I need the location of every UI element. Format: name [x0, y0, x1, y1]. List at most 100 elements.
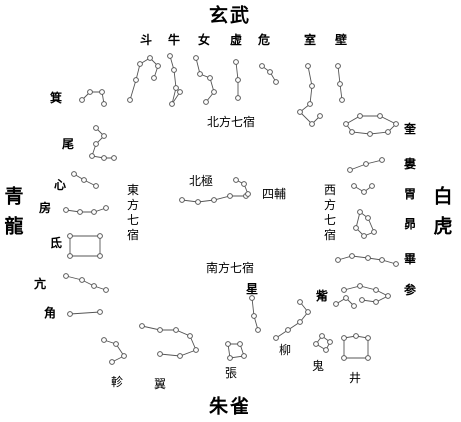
star-wei3-4	[101, 155, 107, 161]
mansion-niu-label: 牛	[167, 33, 181, 47]
star-wei3-1	[101, 133, 107, 139]
star-fang-2	[91, 209, 97, 215]
star-zhen-2	[121, 353, 127, 359]
star-zhen-3	[109, 359, 115, 365]
star-mao-2	[371, 229, 377, 235]
star-beiji-0	[179, 197, 185, 203]
star-niu-0	[167, 53, 173, 59]
mansion-gui-label: 鬼	[311, 359, 325, 373]
star-niu-1	[171, 67, 177, 73]
star-kui-3	[393, 121, 399, 127]
star-dou-4	[155, 63, 161, 69]
star-dou-5	[151, 75, 157, 81]
constellation-line-zhen	[103, 339, 125, 363]
mansion-zhen-label: 軫	[110, 375, 124, 389]
star-wei3-2	[93, 141, 99, 147]
star-liu-0	[273, 335, 279, 341]
star-beiji-2	[211, 197, 217, 203]
mansion-dou-label: 斗	[139, 33, 153, 47]
star-liu-4	[297, 299, 303, 305]
mansion-bi-label: 壁	[334, 33, 348, 47]
mansion-fang-label: 房	[38, 201, 52, 215]
star-liu-1	[285, 327, 291, 333]
star-bi2-1	[349, 253, 355, 259]
star-liu-2	[297, 319, 303, 325]
mansion-bi2-label: 畢	[403, 252, 417, 266]
star-xu-2	[235, 95, 241, 101]
mansion-xin-label: 心	[53, 178, 67, 192]
star-zhang-0	[225, 341, 231, 347]
region-north-label: 北方七宿	[206, 115, 256, 129]
star-liu-3	[305, 309, 311, 315]
star-fang-0	[63, 207, 69, 213]
star-bi-0	[335, 63, 341, 69]
star-kui-4	[385, 129, 391, 135]
region-east-label: 東方七宿	[126, 183, 139, 242]
mansion-liu-label: 柳	[278, 343, 292, 357]
star-yi-1	[157, 327, 163, 333]
star-sifu-2	[245, 191, 251, 197]
star-shi-1	[309, 83, 315, 89]
star-shen-4	[373, 299, 379, 305]
star-kui-5	[367, 131, 373, 137]
star-ji-0	[79, 97, 85, 103]
star-xing-2	[255, 327, 261, 333]
mansion-zi-label: 觜	[315, 289, 329, 303]
star-jing-3	[365, 355, 371, 361]
star-fang-1	[77, 209, 83, 215]
mansion-yi-label: 翼	[153, 377, 167, 391]
star-nv-1	[197, 71, 203, 77]
constellation-line-di	[69, 235, 101, 257]
star-bi2-0	[335, 257, 341, 263]
constellation-line-jiao	[69, 311, 101, 315]
star-zi-1	[343, 295, 349, 301]
star-wei2-1	[361, 189, 367, 195]
mansion-nv-label: 女	[197, 33, 211, 47]
star-di-0	[67, 233, 73, 239]
star-yi-5	[177, 353, 183, 359]
star-nv-3	[211, 89, 217, 95]
star-jing-0	[341, 335, 347, 341]
star-shen-2	[373, 287, 379, 293]
mansion-jiao-label: 角	[43, 306, 57, 320]
constellation-line-liu	[275, 301, 309, 339]
star-jiao-1	[97, 309, 103, 315]
star-shi-0	[305, 63, 311, 69]
mansion-di-label: 氐	[49, 236, 63, 250]
star-shen-1	[357, 283, 363, 289]
star-sifu-0	[233, 177, 239, 183]
star-kang-3	[103, 287, 109, 293]
star-niu-4	[177, 89, 183, 95]
constellation-line-niu	[169, 55, 181, 105]
star-gui-2	[323, 347, 329, 353]
star-kang-2	[91, 283, 97, 289]
star-mao-1	[365, 215, 371, 221]
mansion-zhang-label: 張	[224, 366, 238, 380]
star-bi2-4	[393, 261, 399, 267]
star-di-1	[97, 233, 103, 239]
star-shi-3	[297, 109, 303, 115]
star-yi-0	[139, 323, 145, 329]
star-bi-2	[339, 97, 345, 103]
star-wei-1	[267, 69, 273, 75]
star-gui-0	[319, 333, 325, 339]
star-dou-1	[133, 77, 139, 83]
star-bi2-2	[365, 255, 371, 261]
star-shen-5	[359, 297, 365, 303]
star-wei3-0	[93, 125, 99, 131]
star-shi-4	[309, 121, 315, 127]
mansion-wei-label: 危	[257, 33, 271, 47]
star-zi-2	[351, 303, 357, 309]
star-wei-2	[273, 79, 279, 85]
star-xin-0	[71, 171, 77, 177]
star-kui-0	[343, 121, 349, 127]
star-ji-3	[101, 101, 107, 107]
star-shen-3	[385, 293, 391, 299]
sifu-label: 四輔	[261, 187, 287, 201]
mansion-wei3-label: 尾	[61, 137, 75, 151]
star-gui-3	[313, 341, 319, 347]
constellation-line-fang	[65, 207, 107, 213]
star-xing-1	[251, 313, 257, 319]
